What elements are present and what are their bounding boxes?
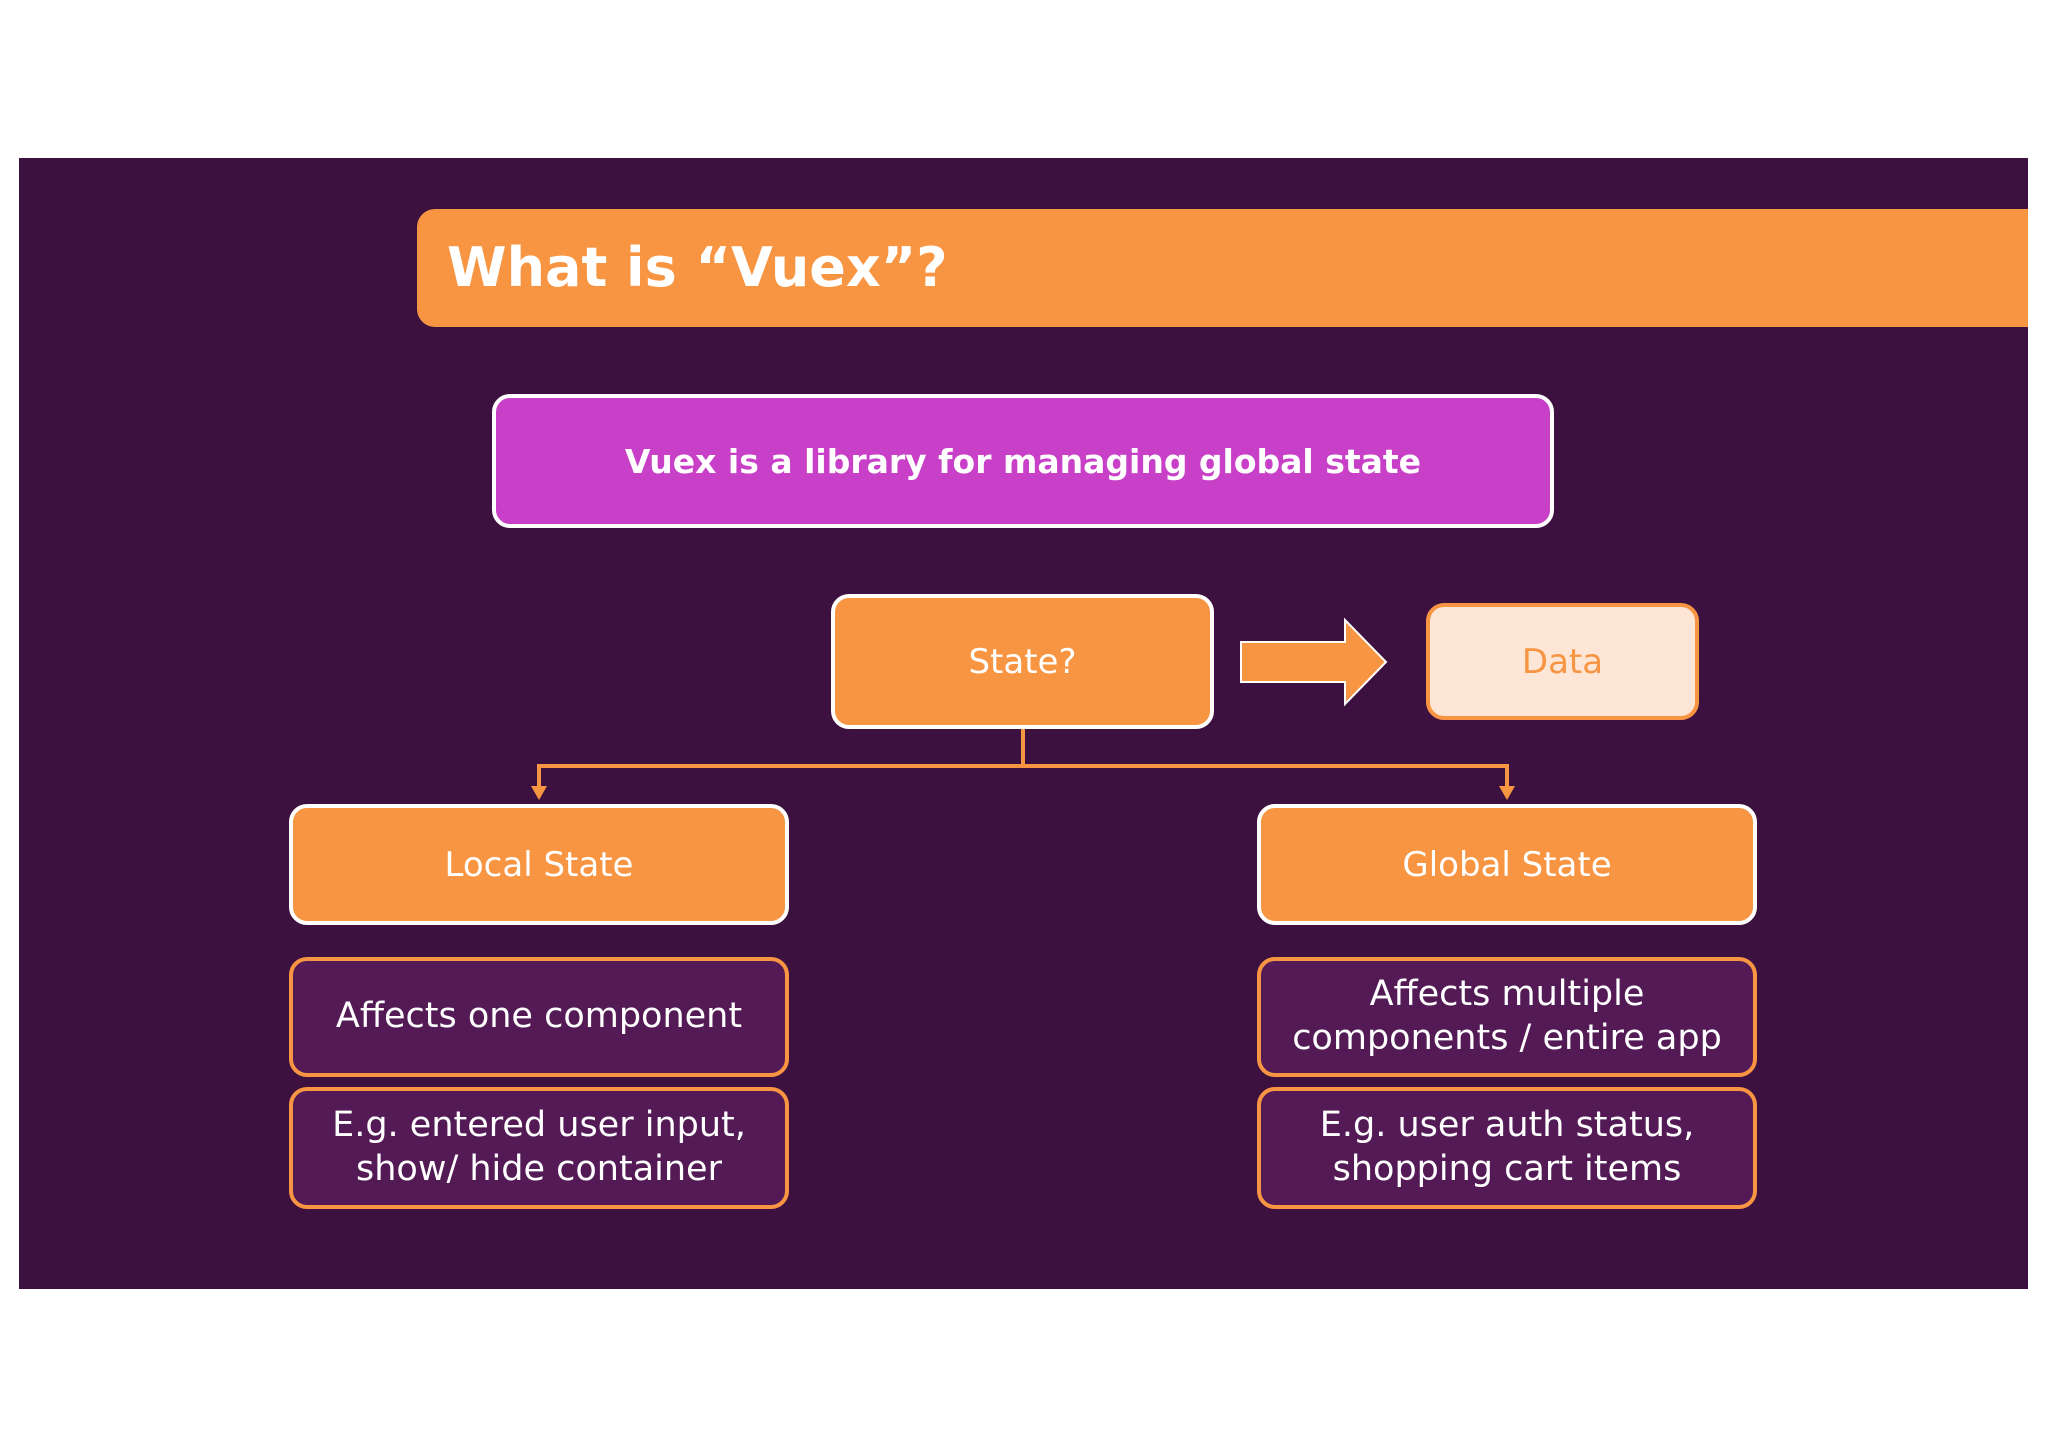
state-box: State? — [831, 594, 1214, 729]
global-state-box: Global State — [1257, 804, 1757, 925]
arrowhead-right — [1499, 786, 1515, 800]
connector-lines — [531, 617, 1515, 800]
right-arrow-icon — [1240, 617, 1388, 707]
global-state-example: E.g. user auth status, shopping cart ite… — [1257, 1087, 1757, 1209]
local-state-description: Affects one component — [289, 957, 789, 1077]
tree-connector-right — [1023, 764, 1509, 788]
slide: What is “Vuex”? Vuex is a library for ma… — [19, 158, 2028, 1289]
slide-title: What is “Vuex”? — [447, 236, 948, 299]
definition-box: Vuex is a library for managing global st… — [492, 394, 1554, 528]
arrowhead-left — [531, 786, 547, 800]
local-state-example: E.g. entered user input, show/ hide cont… — [289, 1087, 789, 1209]
data-box: Data — [1426, 603, 1699, 720]
global-state-description: Affects multiple components / entire app — [1257, 957, 1757, 1077]
title-bar: What is “Vuex”? — [417, 209, 2028, 327]
tree-connector — [537, 729, 1025, 788]
local-state-box: Local State — [289, 804, 789, 925]
